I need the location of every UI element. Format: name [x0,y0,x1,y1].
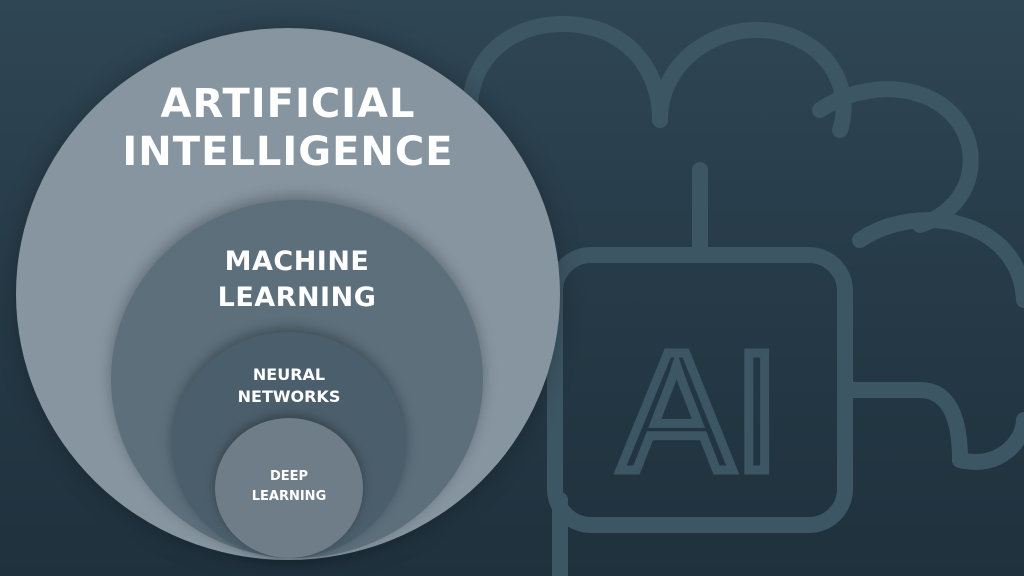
dl-circle [215,418,363,558]
ml-label: MACHINE LEARNING [111,244,483,316]
chip-pin-right [837,382,968,468]
ml-label-line-2: LEARNING [217,282,377,313]
nn-label: NEURAL NETWORKS [172,364,406,408]
brain-curl-right [952,412,1024,470]
nn-label-line-1: NEURAL [252,365,326,384]
ml-label-line-1: MACHINE [224,246,370,277]
nn-label-line-2: NETWORKS [237,387,341,406]
ai-label-line-2: INTELLIGENCE [122,129,454,175]
brain-lobe-far-right [852,212,1024,308]
brain-lobe-right [812,81,979,233]
ai-label-line-1: ARTIFICIAL [160,81,416,127]
ai-label: ARTIFICIAL INTELLIGENCE [16,80,560,176]
dl-label: DEEP LEARNING [215,467,363,507]
chip-text: AI [620,317,781,507]
dl-label-line-2: LEARNING [251,489,327,504]
dl-label-line-1: DEEP [269,469,309,484]
brain-lobe-left [462,15,668,128]
